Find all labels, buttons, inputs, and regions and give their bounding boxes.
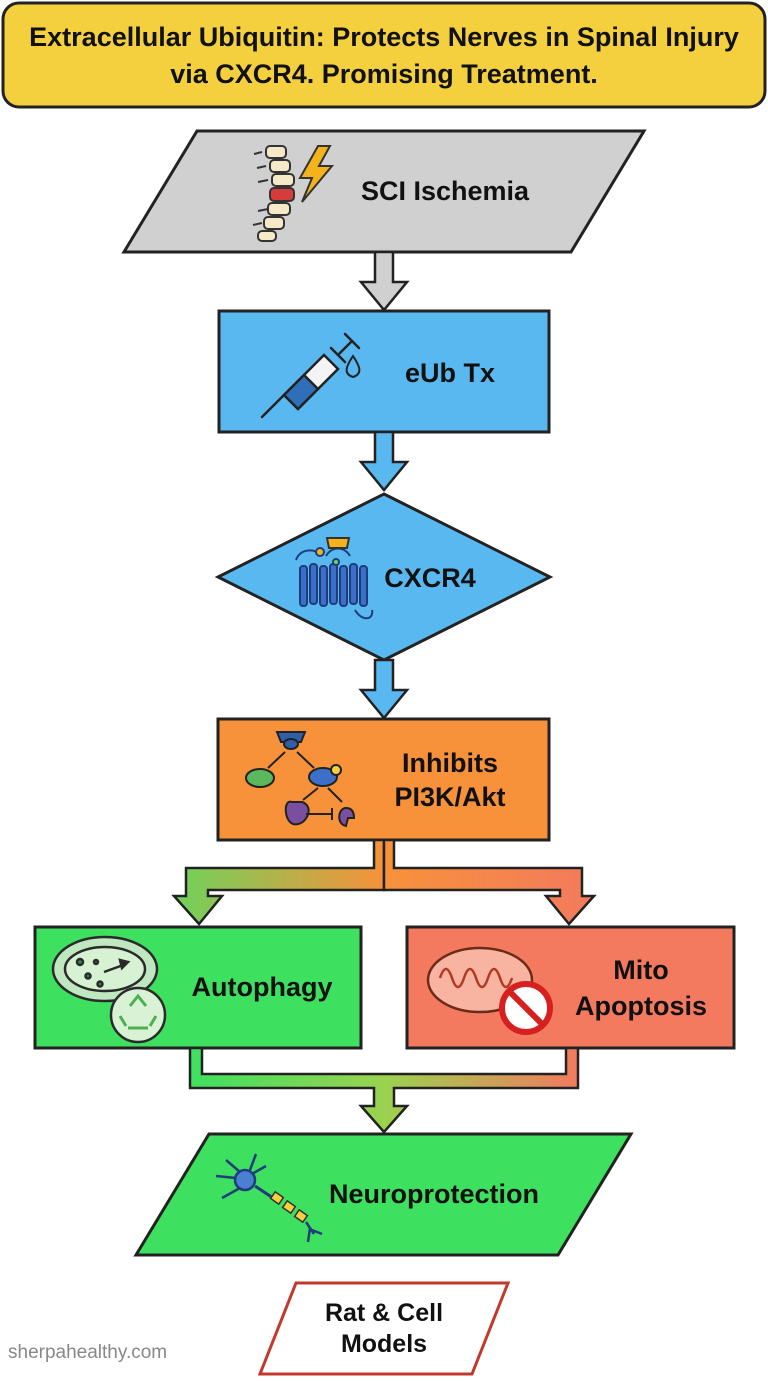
arrow-cxcr4-to-inhibits bbox=[358, 658, 410, 720]
neuroprotection-node bbox=[133, 1132, 634, 1257]
droplet-icon bbox=[345, 354, 361, 379]
cell-icon bbox=[51, 935, 159, 1003]
eub-tx-node bbox=[217, 309, 551, 434]
recycle-icon bbox=[109, 986, 167, 1044]
sci-ischemia-label: SCI Ischemia bbox=[360, 175, 530, 206]
receptor-icon bbox=[295, 547, 374, 620]
no-sign-icon bbox=[499, 981, 553, 1035]
eub-tx-label: eUb Tx bbox=[404, 357, 496, 388]
lightning-icon bbox=[298, 145, 335, 203]
watermark: sherpahealthy.com bbox=[8, 1342, 168, 1363]
neuron-icon bbox=[215, 1153, 323, 1243]
ligand-icon bbox=[325, 537, 351, 549]
split-connector bbox=[171, 838, 597, 926]
spine-icon bbox=[252, 145, 295, 242]
arrow-sci-to-eub bbox=[358, 250, 410, 312]
sci-ischemia-node bbox=[121, 129, 647, 254]
arrow-eub-to-cxcr4 bbox=[358, 430, 410, 492]
autophagy-label: Autophagy bbox=[191, 971, 333, 1002]
title-box bbox=[1, 1, 767, 109]
models-node bbox=[257, 1281, 511, 1376]
models-label: Rat & Cell Models bbox=[324, 1299, 444, 1358]
merge-connector bbox=[188, 1046, 580, 1134]
cxcr4-label: CXCR4 bbox=[384, 562, 476, 593]
neuroprotection-label: Neuroprotection bbox=[328, 1178, 539, 1209]
title: Extracellular Ubiquitin: Protects Nerves… bbox=[29, 22, 739, 89]
inhibits-label: Inhibits PI3K/Akt bbox=[394, 748, 506, 812]
mito-apoptosis-label: Mito Apoptosis bbox=[575, 955, 707, 1021]
pathway-icon bbox=[245, 731, 356, 828]
syringe-icon bbox=[260, 332, 361, 419]
